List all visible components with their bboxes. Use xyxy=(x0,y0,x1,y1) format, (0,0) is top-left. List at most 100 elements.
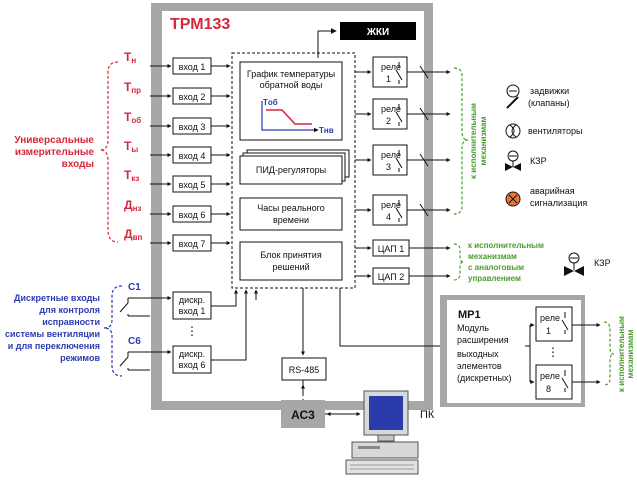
executor-label: задвижки xyxy=(530,86,569,96)
discrete-label-c6: С6 xyxy=(128,336,141,347)
pid-label: ПИД-регуляторы xyxy=(256,165,326,175)
mr1-desc-1: Модуль xyxy=(457,323,489,333)
discrete-label-c1: С1 xyxy=(128,282,141,293)
input-label: вход 6 xyxy=(179,210,206,220)
relay-bracket xyxy=(453,67,469,215)
input-row: вход 4 xyxy=(150,146,231,164)
decision-label-1: Блок принятия xyxy=(260,250,322,260)
relay-num: 2 xyxy=(386,116,391,126)
input-label: вход 1 xyxy=(179,62,206,72)
dac-caption-4: управлением xyxy=(468,274,521,283)
mr1-relay-8-num: 8 xyxy=(546,384,551,394)
dac-bracket xyxy=(453,243,465,281)
input-row: вход 1 xyxy=(150,57,231,75)
relay: реле 2 xyxy=(355,98,451,130)
universal-inputs-label-1: Универсальные xyxy=(14,135,94,146)
relay: реле 1 xyxy=(355,56,451,88)
mr1-title: МР1 xyxy=(458,309,481,321)
device-title: ТРМ133 xyxy=(170,16,230,33)
graph-title-1: График температуры xyxy=(247,69,335,79)
discrete-caption-5: и для переключения xyxy=(8,341,100,351)
relay-label: реле xyxy=(381,200,401,210)
graph-axes xyxy=(261,101,319,133)
dacs: ЦАП 1 ЦАП 2 xyxy=(355,239,451,285)
discrete-inputs-bracket xyxy=(103,285,123,377)
discrete-input-6-label-2: вход 6 xyxy=(179,360,206,370)
discrete-switch-6 xyxy=(119,350,172,371)
relay-caption-1: к исполнительным xyxy=(469,103,478,179)
pc-icon xyxy=(345,390,419,475)
mr1-relay-8 xyxy=(535,364,573,400)
mr1-desc-3: выходных xyxy=(457,349,499,359)
discrete-caption-4: системы вентиляции xyxy=(5,329,100,339)
discrete-input-1-label-2: вход 1 xyxy=(179,306,206,316)
alarm-icon xyxy=(505,191,521,207)
universal-inputs-label-3: входы xyxy=(62,159,94,170)
relay-num: 3 xyxy=(386,162,391,172)
mr1-desc-4: элементов xyxy=(457,361,502,371)
graph-y-label: Tоб xyxy=(263,98,278,107)
kzr-valve-icon xyxy=(505,150,521,171)
sensor-label: Tн xyxy=(124,50,136,65)
discrete-1-connector xyxy=(211,289,238,307)
discrete-input-1 xyxy=(172,291,212,320)
relays: реле 1 реле 2 реле 3 реле xyxy=(355,56,451,226)
dac-caption-3: с аналоговым xyxy=(468,263,524,272)
dac-2-label: ЦАП 2 xyxy=(378,272,405,282)
discrete-caption-6: режимов xyxy=(60,353,100,363)
analog-inputs: вход 1 вход 2 вход 3 вход 4 вход 5 xyxy=(150,57,231,252)
lcd-connector xyxy=(317,28,337,58)
input-label: вход 5 xyxy=(179,180,206,190)
lcd-label: ЖКИ xyxy=(366,27,389,38)
sensor-label: Двп xyxy=(124,227,142,242)
discrete-caption-2: для контроля xyxy=(39,305,100,315)
mr1-ellipsis: ⋮ xyxy=(547,345,559,359)
sensor-labels: Tн Tпр Tоб Tы Tкз Днз Двп xyxy=(124,50,142,242)
input-row: вход 7 xyxy=(150,234,231,252)
acz-box xyxy=(281,400,325,428)
discrete-ellipsis: ⋮ xyxy=(186,324,198,338)
mr1-bracket xyxy=(603,321,615,386)
dac-caption-2: механизмам xyxy=(468,252,517,261)
input-row: вход 3 xyxy=(150,117,231,135)
kzr-analog-valve-icon xyxy=(564,252,584,276)
graph-curve xyxy=(266,109,312,125)
dac-executor-label: КЗР xyxy=(594,258,611,268)
decision-label-2: решений xyxy=(272,262,309,272)
processor-area xyxy=(231,52,356,289)
clock-block xyxy=(239,197,343,231)
sensor-label: Tкз xyxy=(124,168,139,183)
sensor-label: Tы xyxy=(124,139,138,154)
sensor-label: Днз xyxy=(124,198,141,213)
discrete-input-6-label-1: дискр. xyxy=(179,349,205,359)
relay-label: реле xyxy=(381,150,401,160)
mr1-relay-8-label: реле xyxy=(540,371,560,381)
dac-caption-1: к исполнительным xyxy=(468,241,544,250)
discrete-6-connector xyxy=(211,289,248,361)
pc-label: ПК xyxy=(420,409,435,421)
mr1-relay-1 xyxy=(535,306,573,342)
mr1-relay-1-num: 1 xyxy=(546,326,551,336)
input-label: вход 7 xyxy=(179,239,206,249)
valve-open-icon xyxy=(506,84,520,109)
input-row: вход 6 xyxy=(150,205,231,223)
executor-label: КЗР xyxy=(530,156,547,166)
input-label: вход 4 xyxy=(179,151,206,161)
fan-icon xyxy=(505,123,521,139)
input-label: вход 3 xyxy=(179,122,206,132)
universal-inputs-label-2: измерительные xyxy=(15,147,95,158)
relay-num: 1 xyxy=(386,74,391,84)
discrete-input-1-label-1: дискр. xyxy=(179,295,205,305)
graph-title-2: обратной воды xyxy=(260,80,323,90)
acz-label: АС3 xyxy=(291,408,315,422)
executor-label: сигнализация xyxy=(530,198,587,208)
graph-x-label: Tнв xyxy=(319,126,334,135)
decision-block xyxy=(239,241,343,281)
discrete-input-6 xyxy=(172,345,212,374)
mr1-desc-2: расширения xyxy=(457,335,509,345)
discrete-switch-1 xyxy=(119,296,172,317)
relay-label: реле xyxy=(381,104,401,114)
universal-inputs-bracket xyxy=(99,61,119,243)
mr1-caption-1: к исполнительным xyxy=(617,316,626,392)
